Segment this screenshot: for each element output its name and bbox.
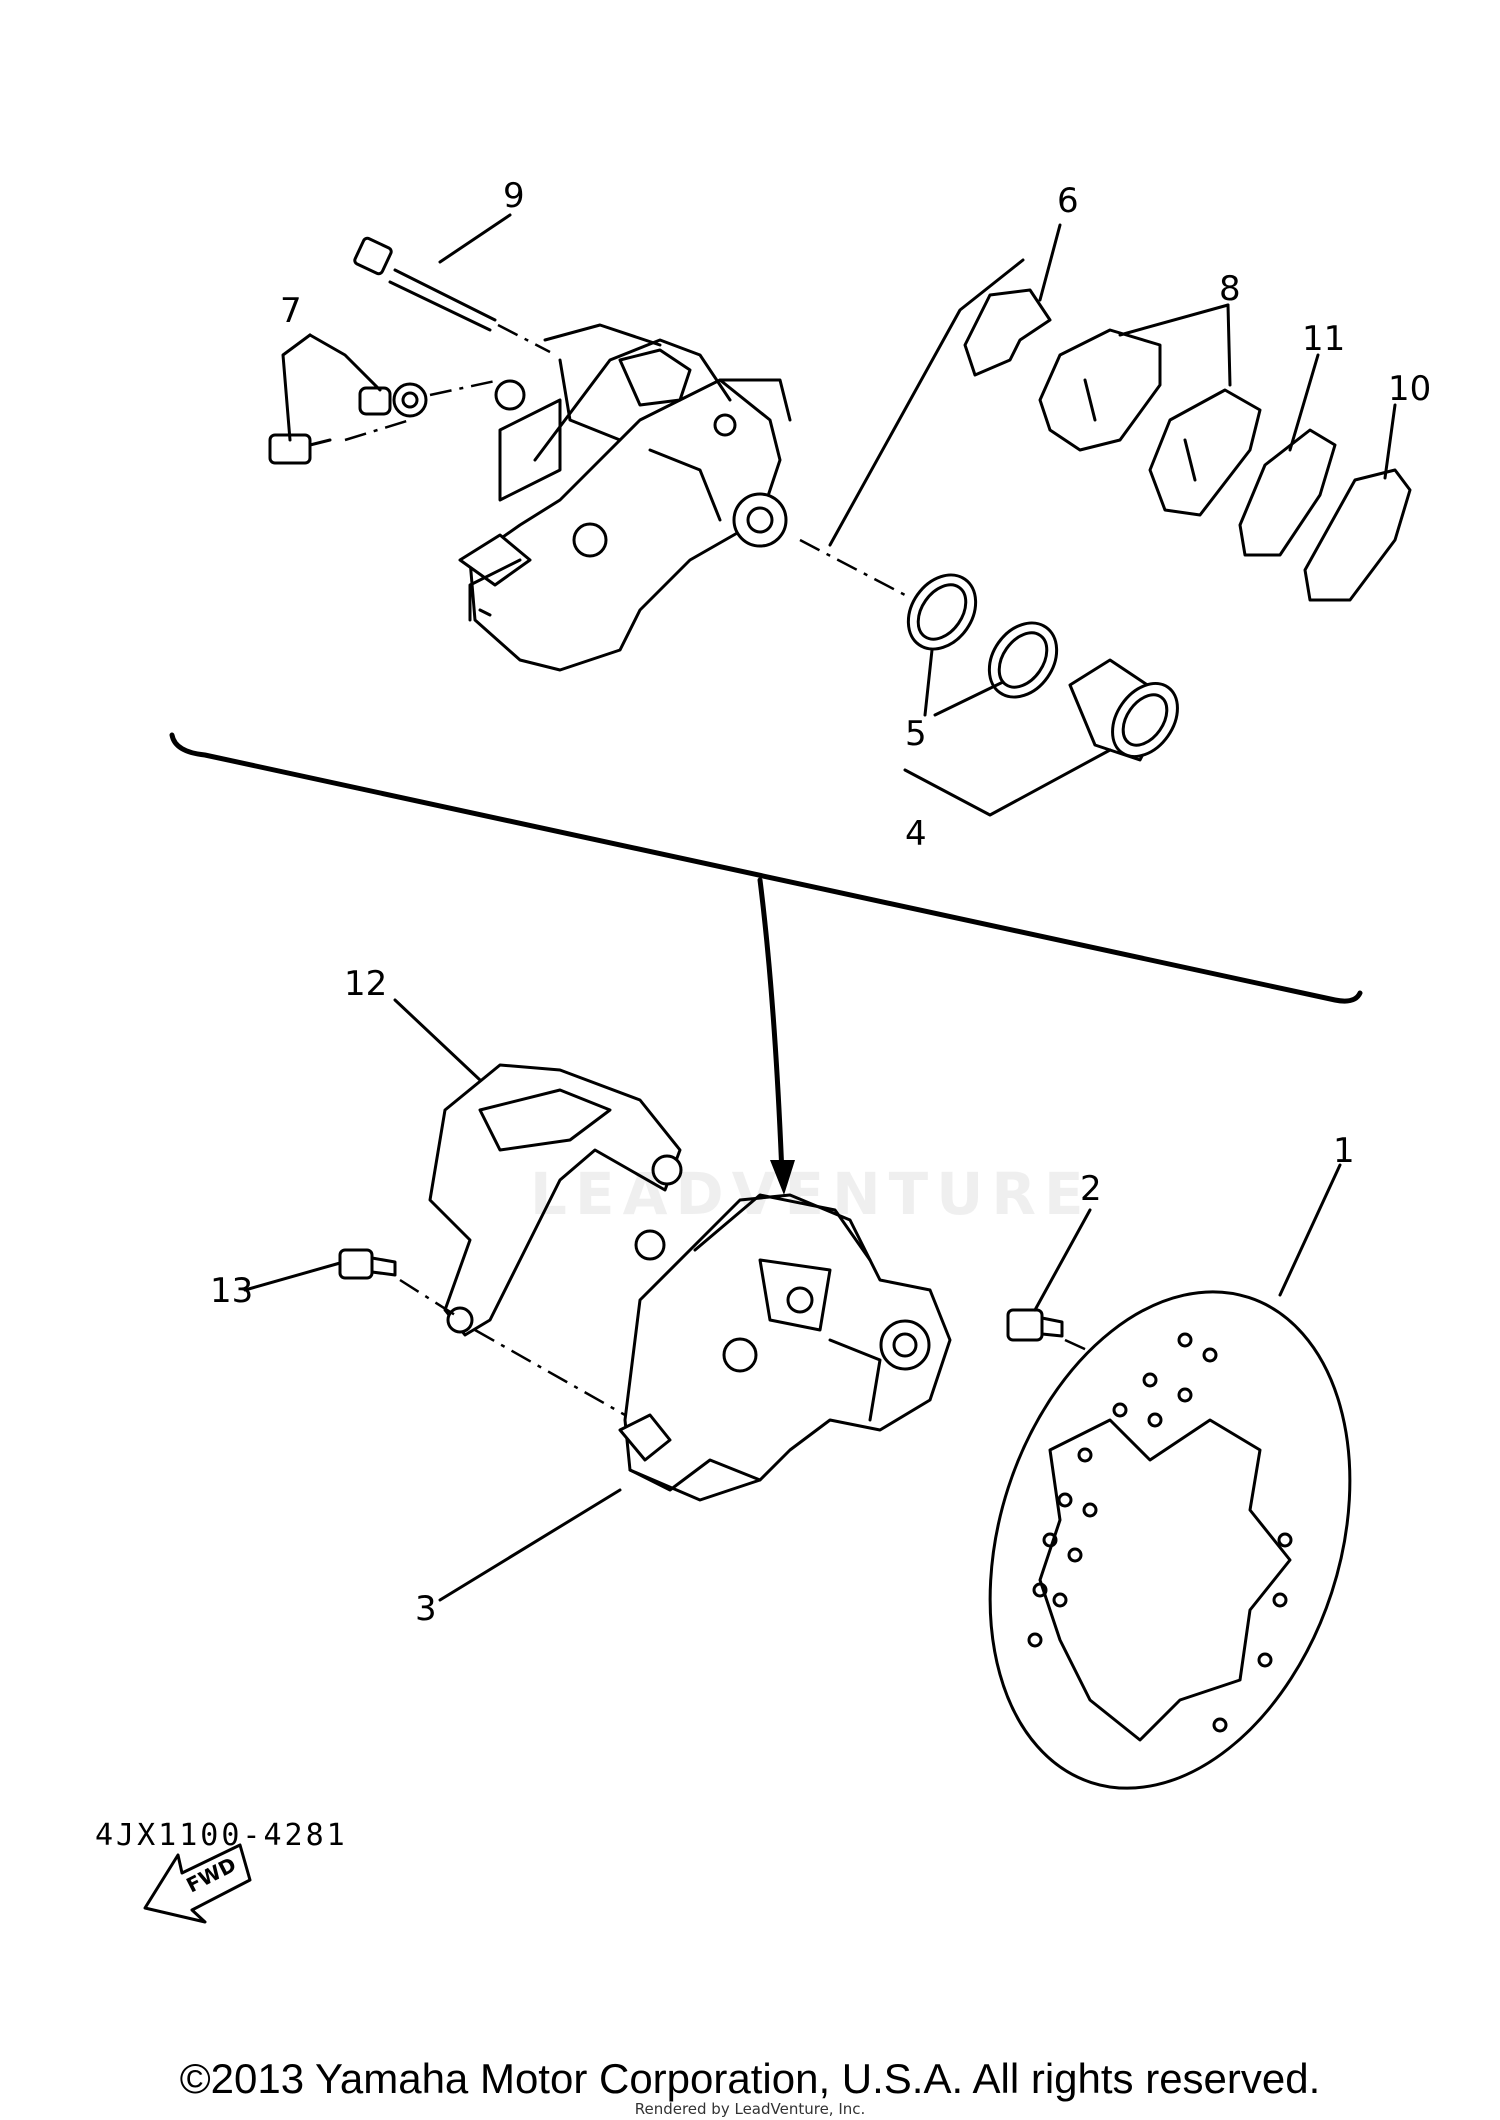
callout-13: 13 — [210, 1271, 253, 1311]
callout-4: 4 — [905, 814, 927, 854]
pad-set — [963, 288, 1412, 602]
copyright-notice: ©2013 Yamaha Motor Corporation, U.S.A. A… — [179, 2055, 1321, 2102]
callout-8: 8 — [1219, 269, 1241, 309]
callout-12: 12 — [344, 964, 387, 1004]
pin-9 — [353, 236, 551, 354]
lower-caliper — [618, 1193, 952, 1502]
callout-2: 2 — [1080, 1169, 1102, 1209]
part-code: 4JX1100-4281 — [95, 1818, 348, 1853]
assembly-brace — [169, 732, 1363, 1004]
callout-11: 11 — [1302, 319, 1345, 359]
disc-holes — [1027, 1332, 1293, 1733]
callout-3: 3 — [415, 1589, 437, 1629]
lower-leaders — [243, 998, 1342, 1602]
seals-piston — [799, 538, 1179, 762]
brace-arrowhead — [770, 1160, 795, 1195]
callout-6: 6 — [1057, 181, 1079, 221]
watermark-logo: LEADVENTURE — [530, 1160, 1092, 1228]
fwd-arrow: FWD — [143, 1843, 252, 1924]
callout-7: 7 — [280, 291, 302, 331]
rendered-by: Rendered by LeadVenture, Inc. — [634, 2100, 866, 2118]
bleeder-7 — [268, 378, 501, 465]
upper-caliper — [458, 323, 792, 672]
callout-10: 10 — [1388, 369, 1431, 409]
brake-disc-1 — [988, 1290, 1352, 1790]
brace-arrow-line — [757, 877, 785, 1178]
upper-leaders — [281, 213, 1397, 817]
bracket-12 — [428, 1063, 683, 1417]
callout-5: 5 — [905, 714, 927, 754]
callout-9: 9 — [503, 176, 525, 216]
bolt-13 — [338, 1248, 456, 1317]
callout-1: 1 — [1333, 1131, 1355, 1171]
